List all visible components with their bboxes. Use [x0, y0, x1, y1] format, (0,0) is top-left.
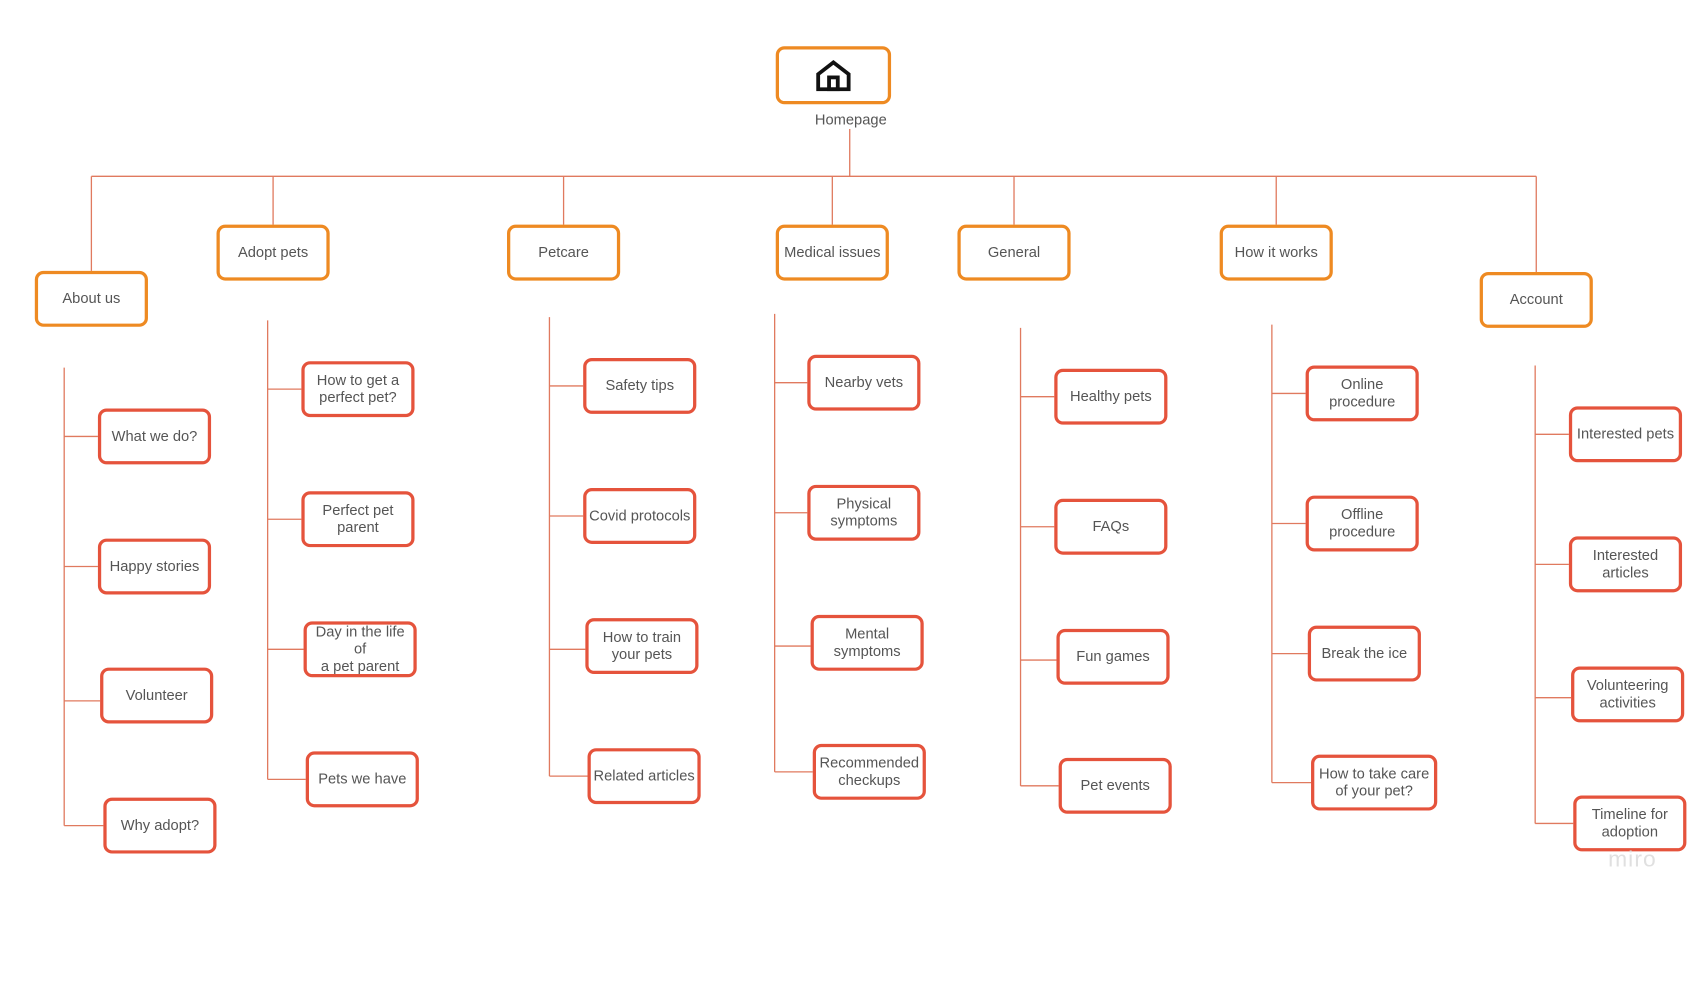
homepage-node[interactable] [775, 46, 892, 105]
leaf-node[interactable]: Related articles [587, 748, 701, 805]
section-node-account[interactable]: Account [1479, 271, 1593, 328]
leaf-node[interactable]: How to train your pets [585, 618, 699, 675]
leaf-node[interactable]: Physical symptoms [807, 484, 921, 541]
section-node-petcare[interactable]: Petcare [507, 224, 621, 281]
leaf-node[interactable]: Pets we have [305, 751, 419, 808]
leaf-node[interactable]: Interested pets [1568, 406, 1683, 463]
leaf-node[interactable]: How to take care of your pet? [1311, 754, 1438, 811]
leaf-node[interactable]: Volunteer [100, 667, 214, 724]
leaf-node[interactable]: Perfect pet parent [301, 491, 415, 548]
leaf-node[interactable]: Nearby vets [807, 354, 921, 411]
leaf-node[interactable]: What we do? [97, 408, 212, 465]
section-node-how-it-works[interactable]: How it works [1219, 224, 1333, 281]
section-node-medical-issues[interactable]: Medical issues [775, 224, 889, 281]
leaf-node[interactable]: Volunteering activities [1571, 666, 1685, 723]
leaf-node[interactable]: Timeline for adoption [1573, 795, 1687, 852]
leaf-node[interactable]: Offline procedure [1305, 495, 1419, 552]
leaf-node[interactable]: How to get a perfect pet? [301, 361, 415, 418]
leaf-node[interactable]: Mental symptoms [810, 614, 924, 671]
section-node-adopt-pets[interactable]: Adopt pets [216, 224, 330, 281]
leaf-node[interactable]: Fun games [1056, 628, 1170, 685]
miro-watermark: miro [1608, 847, 1657, 872]
leaf-node[interactable]: Online procedure [1305, 365, 1419, 422]
homepage-label: Homepage [814, 111, 887, 128]
leaf-node[interactable]: Healthy pets [1054, 368, 1168, 425]
house-icon [816, 59, 851, 92]
leaf-node[interactable]: Pet events [1058, 757, 1172, 814]
leaf-node[interactable]: Day in the life of a pet parent [303, 621, 417, 678]
leaf-node[interactable]: Happy stories [97, 538, 212, 595]
leaf-node[interactable]: Safety tips [583, 357, 697, 414]
section-node-general[interactable]: General [957, 224, 1071, 281]
leaf-node[interactable]: Interested articles [1568, 536, 1683, 593]
leaf-node[interactable]: Break the ice [1307, 625, 1421, 682]
leaf-node[interactable]: Why adopt? [103, 797, 217, 854]
leaf-node[interactable]: Covid protocols [583, 488, 697, 544]
leaf-node[interactable]: Recommended checkups [812, 743, 926, 800]
section-node-about-us[interactable]: About us [34, 270, 148, 327]
leaf-node[interactable]: FAQs [1054, 498, 1168, 555]
